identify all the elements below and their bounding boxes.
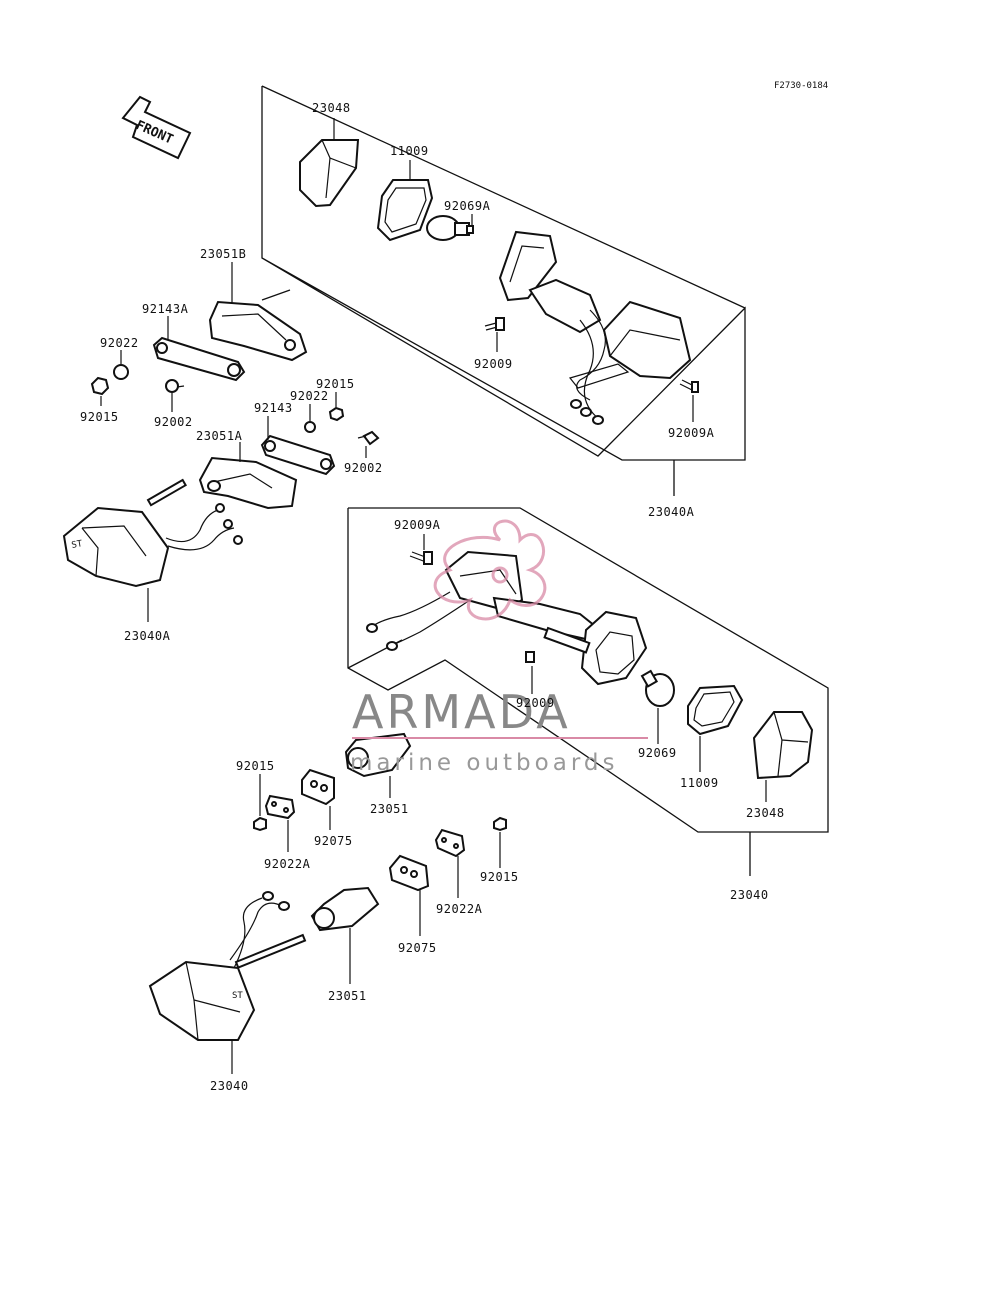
part-label-92015-a: 92015 [236, 759, 275, 773]
part-label-23040a-left: 23040A [124, 629, 171, 643]
washer-92022-left [113, 364, 129, 380]
nut-92015-left [90, 376, 110, 396]
part-label-92143a: 92143A [142, 302, 189, 316]
part-label-23051b: 23051B [200, 247, 246, 261]
grommet-23051-bottom [310, 886, 380, 932]
diagram-code: F2730-0184 [774, 81, 828, 91]
turn-signal-housing-mid [366, 550, 648, 686]
bracket-cover-23051b [208, 300, 308, 362]
part-label-92069a: 92069A [444, 199, 491, 213]
part-label-92069: 92069 [638, 746, 677, 760]
part-label-92022: 92022 [100, 336, 139, 350]
watermark-brand: ARMADA [352, 685, 571, 739]
part-label-23040a-right: 23040A [648, 505, 695, 519]
part-label-23051a: 23051A [196, 429, 243, 443]
part-label-92009a-top: 92009A [668, 426, 715, 440]
assembly-frame-top [261, 85, 746, 496]
part-label-23051-b: 23051 [328, 989, 367, 1003]
part-label-23051-a: 23051 [370, 802, 409, 816]
damper-92075-bottom [388, 854, 430, 892]
part-label-92015-mid: 92015 [316, 377, 355, 391]
washer-92022a-top [264, 794, 296, 820]
bracket-cover-23051a [198, 456, 298, 510]
watermark-tagline: marine outboards [350, 750, 618, 776]
screw-92009a-top [679, 379, 699, 393]
part-label-92002-mid: 92002 [344, 461, 383, 475]
lens-bottom [752, 711, 814, 780]
damper-92075-top [301, 768, 335, 806]
nut-92015-b [493, 816, 507, 832]
part-label-92075-b: 92075 [398, 941, 437, 955]
part-label-11009-top: 11009 [390, 144, 429, 158]
nut-92015-mid [328, 406, 345, 422]
washer-92022a-bottom [434, 828, 466, 858]
lens-top [299, 139, 360, 208]
part-label-23048-bottom: 23048 [746, 806, 785, 820]
plate-92143 [260, 434, 336, 476]
screw-92009-top [484, 317, 505, 331]
svg-text:ST: ST [232, 991, 243, 1001]
part-label-23040-right: 23040 [730, 888, 769, 902]
part-label-23040-bottom: 23040 [210, 1079, 249, 1093]
part-label-92015-b: 92015 [480, 870, 519, 884]
nut-92015-a [253, 816, 267, 832]
part-label-92002-left: 92002 [154, 415, 193, 429]
screw-92009-bottom [525, 651, 535, 663]
part-label-11009-bottom: 11009 [680, 776, 719, 790]
part-label-23048-top: 23048 [312, 101, 351, 115]
part-label-92022-mid: 92022 [290, 389, 329, 403]
washer-92022-mid [304, 421, 316, 433]
screw-92009a-bottom [409, 551, 433, 565]
bolt-92002-mid [357, 430, 380, 446]
bulb-top [426, 215, 474, 241]
watermark-logo-icon [433, 519, 547, 621]
part-label-92015-left: 92015 [80, 410, 119, 424]
part-label-92009-top: 92009 [474, 357, 513, 371]
part-label-92143: 92143 [254, 401, 293, 415]
gasket-top [376, 179, 434, 242]
gasket-bottom [687, 684, 744, 736]
part-label-92075-a: 92075 [314, 834, 353, 848]
front-arrow-icon: FRONT [121, 95, 192, 160]
part-label-92022a-b: 92022A [436, 902, 483, 916]
turn-signal-housing-left: ST [62, 478, 243, 588]
part-label-92009a-bottom: 92009A [394, 518, 441, 532]
part-label-92009-bottom: 92009 [516, 696, 555, 710]
part-label-92022a-a: 92022A [264, 857, 311, 871]
plate-92143a [152, 336, 246, 382]
bolt-92002-left [165, 379, 185, 393]
turn-signal-housing-bottom: ST [148, 891, 307, 1041]
svg-text:ST: ST [71, 539, 84, 551]
bulb-bottom [640, 669, 675, 707]
turn-signal-housing-top [498, 230, 692, 425]
